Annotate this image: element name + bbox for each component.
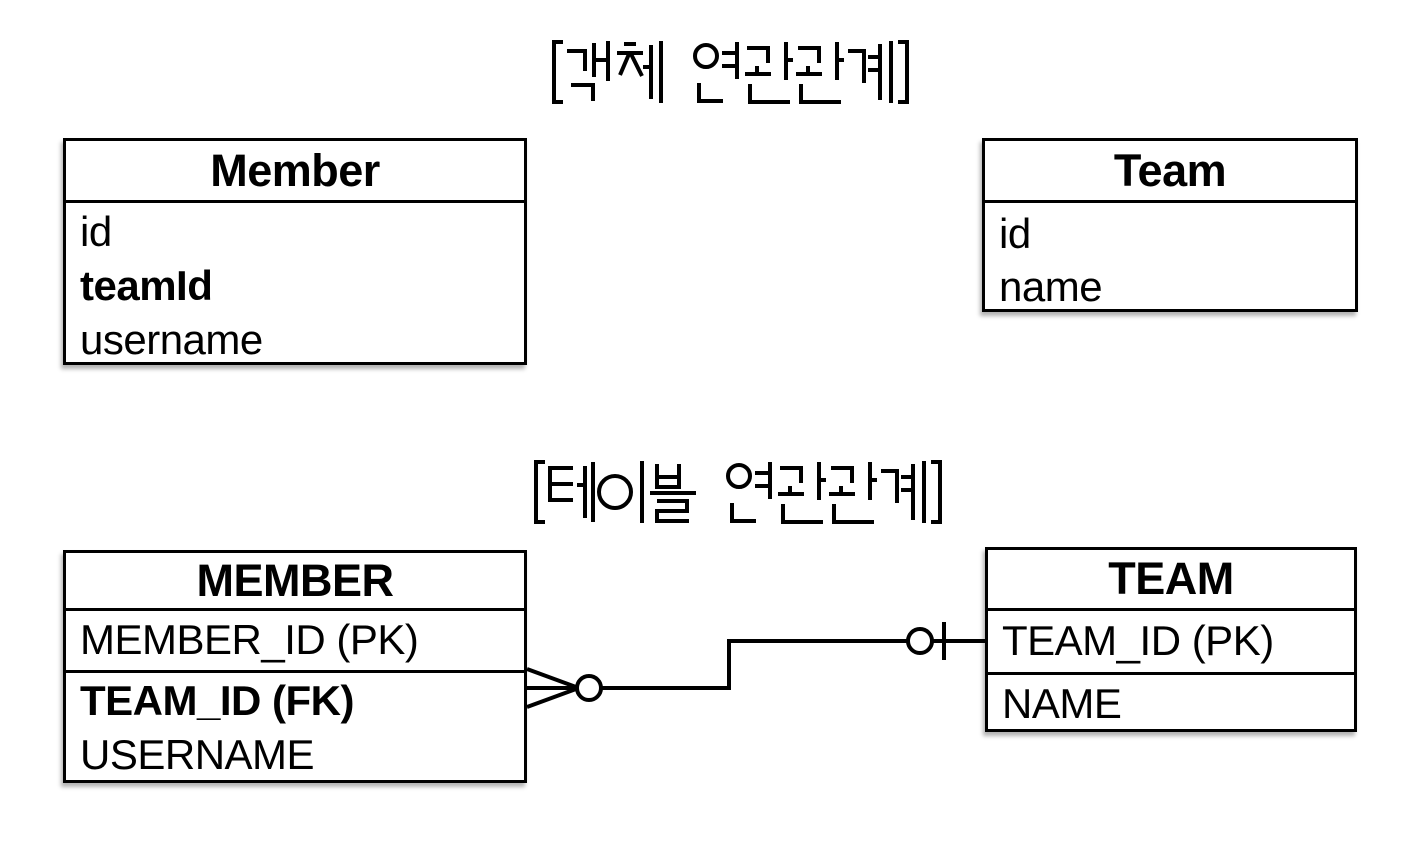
team-field-id: id (999, 210, 1031, 257)
crow-foot-many-icon (526, 667, 603, 709)
korean-title-graphic (552, 39, 909, 105)
team-field-name: name (999, 263, 1103, 310)
table-section-title: [테이블 연관관계] (530, 458, 945, 526)
member-table-pk-row: MEMBER_ID (PK) (66, 611, 524, 673)
member-table-fields: TEAM_ID (FK) USERNAME (66, 673, 524, 782)
connector-line (601, 639, 908, 690)
team-class-header: Team (985, 141, 1355, 203)
member-table-username-row: USERNAME (80, 731, 315, 778)
member-field-id: id (80, 208, 112, 255)
member-table-fk-row: TEAM_ID (FK) (80, 677, 354, 724)
team-table-name-row: NAME (1002, 680, 1122, 727)
member-table-header: MEMBER (66, 553, 524, 611)
team-table-pk-row: TEAM_ID (PK) (988, 611, 1354, 675)
zero-or-one-icon (906, 622, 986, 660)
team-class-box: Team id name (982, 138, 1358, 312)
member-field-teamid: teamId (80, 262, 213, 309)
object-section-title: [객체 연관관계] (548, 38, 912, 106)
team-class-fields: id name (985, 203, 1355, 313)
member-table-box: MEMBER MEMBER_ID (PK) TEAM_ID (FK) USERN… (63, 550, 527, 783)
team-table-box: TEAM TEAM_ID (PK) NAME (985, 547, 1357, 732)
member-class-fields: id teamId username (66, 203, 524, 367)
korean-title-graphic (534, 459, 942, 525)
member-field-username: username (80, 316, 263, 363)
member-class-box: Member id teamId username (63, 138, 527, 365)
member-class-header: Member (66, 141, 524, 203)
team-table-header: TEAM (988, 550, 1354, 611)
